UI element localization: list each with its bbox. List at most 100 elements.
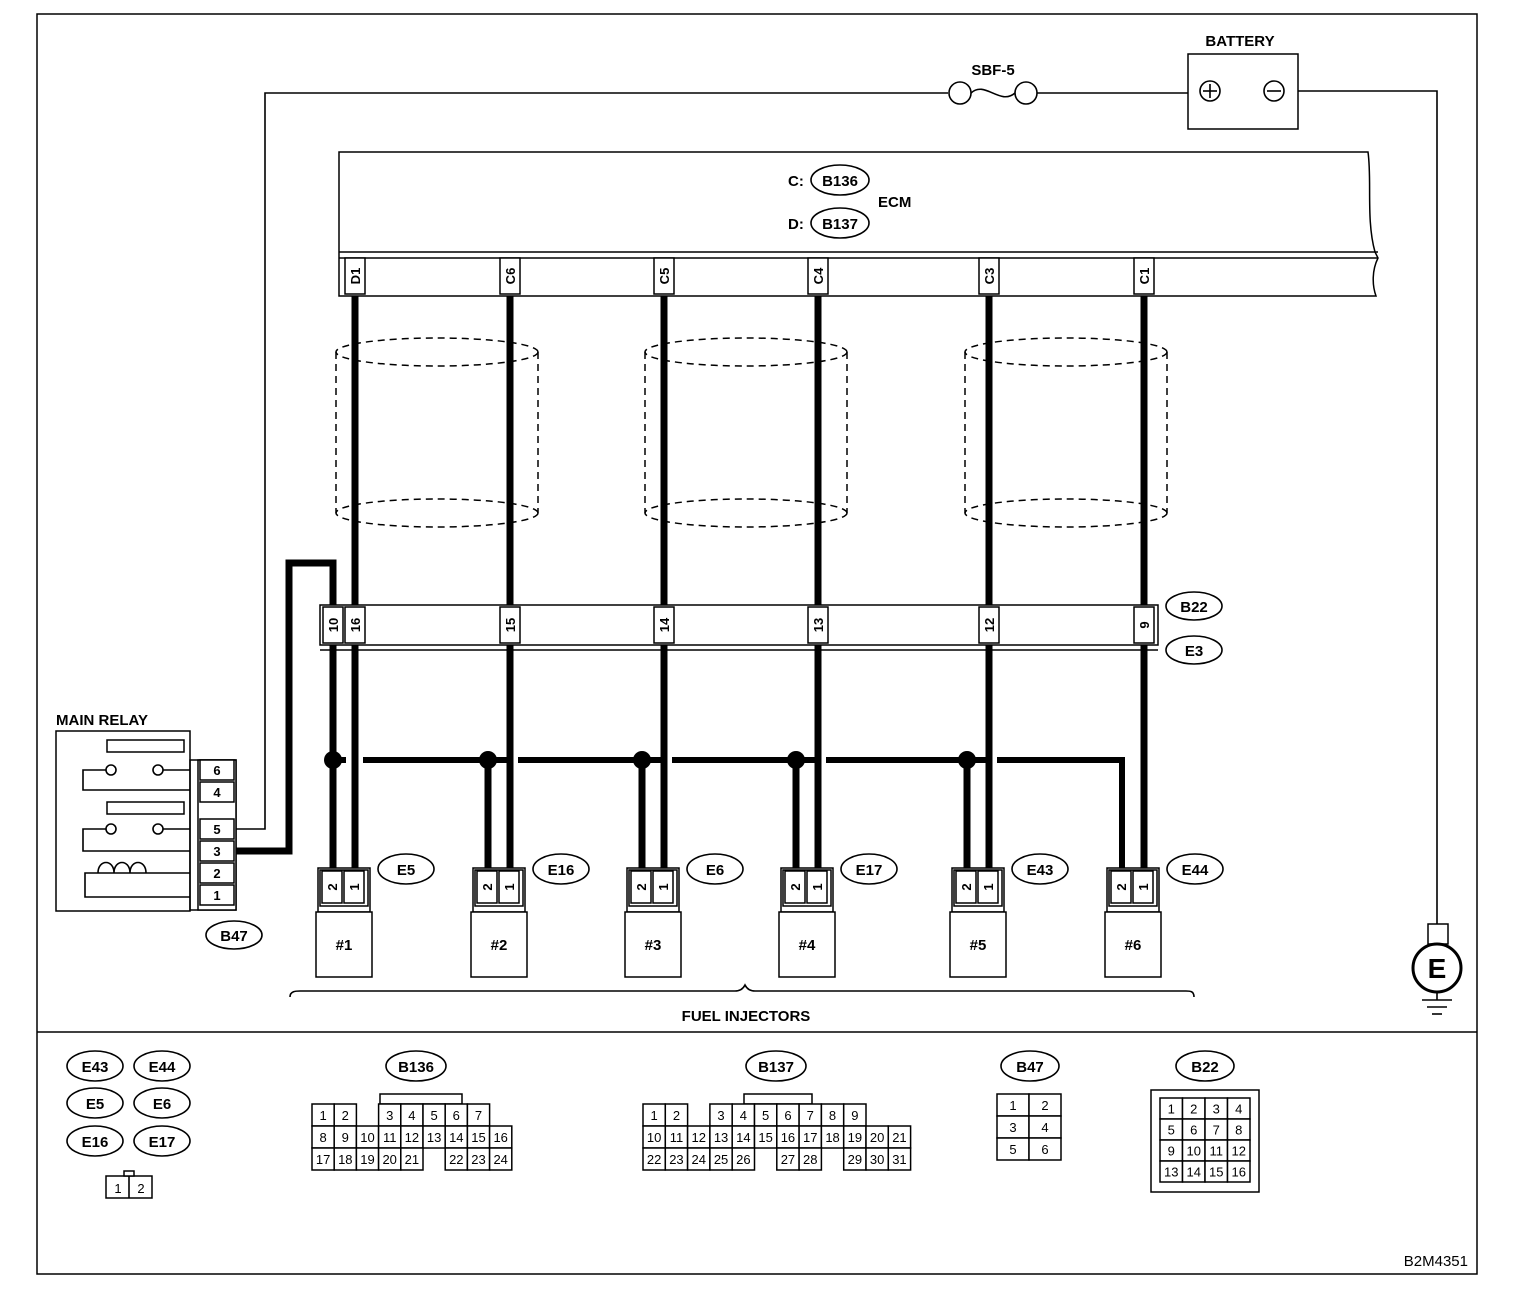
injector-power-wires xyxy=(236,559,1125,868)
battery: BATTERY xyxy=(1187,33,1299,130)
ecm-connector-d-id: B137 xyxy=(822,216,858,233)
ecm-label: ECM xyxy=(878,194,911,211)
relay-pin-box xyxy=(199,840,235,862)
legend-pin: 2 xyxy=(137,1181,144,1196)
injector-name: #4 xyxy=(799,937,816,954)
injector-name: #2 xyxy=(491,937,508,954)
ecm-pin-label: D1 xyxy=(348,268,363,285)
legend-pin: 2 xyxy=(1190,1102,1197,1117)
joint-top-id: B22 xyxy=(1180,599,1208,616)
legend-pin: 16 xyxy=(493,1130,507,1145)
legend-pin: 6 xyxy=(784,1108,791,1123)
injector-connector-id: E43 xyxy=(1027,862,1054,879)
ecm-pin-box xyxy=(1133,257,1155,295)
legend-pin-cell xyxy=(887,1147,912,1171)
joint-pin-box xyxy=(807,606,829,644)
relay-pin-label: 3 xyxy=(213,844,220,859)
injector-pin-label: 2 xyxy=(325,883,340,890)
legend-pin: 28 xyxy=(803,1152,817,1167)
joint-pin-box xyxy=(653,606,675,644)
fuse-label: SBF-5 xyxy=(971,62,1014,79)
legend-pin: 6 xyxy=(453,1108,460,1123)
legend-pin: 14 xyxy=(736,1130,750,1145)
injector-pin-label: 1 xyxy=(347,883,362,890)
legend-connector-id: E44 xyxy=(149,1059,176,1076)
legend-pin: 17 xyxy=(316,1152,330,1167)
legend-pin: 2 xyxy=(673,1108,680,1123)
legend-b136-id: B136 xyxy=(398,1059,434,1076)
legend-pin: 11 xyxy=(670,1130,684,1145)
relay-pin-label: 5 xyxy=(213,822,220,837)
legend-pin: 15 xyxy=(471,1130,485,1145)
injector-pin-label: 1 xyxy=(981,883,996,890)
injector-pin-label: 2 xyxy=(959,883,974,890)
shield-1 xyxy=(335,337,539,528)
relay-pin-box xyxy=(199,884,235,906)
legend-pin: 30 xyxy=(870,1152,884,1167)
legend-pin: 7 xyxy=(807,1108,814,1123)
ecm-pin-label: C4 xyxy=(811,267,826,284)
legend-pin: 13 xyxy=(714,1130,728,1145)
legend-pin: 3 xyxy=(386,1108,393,1123)
ecm-pin-box xyxy=(344,257,366,295)
injector-pin-label: 1 xyxy=(656,883,671,890)
relay-pin-box xyxy=(199,818,235,840)
legend-pin-cell xyxy=(1226,1160,1251,1183)
legend-pin: 31 xyxy=(892,1152,906,1167)
injector-connector-id: E5 xyxy=(397,862,415,879)
legend-pin: 21 xyxy=(405,1152,419,1167)
legend-pin: 5 xyxy=(1009,1142,1016,1157)
legend-pin: 5 xyxy=(762,1108,769,1123)
legend-pin: 10 xyxy=(1187,1144,1201,1159)
joint-pin-label: 16 xyxy=(348,618,363,632)
joint-connector-b22-e3: B22 E3 xyxy=(319,591,1223,665)
legend-pin-cell xyxy=(488,1147,513,1171)
legend-pin-cell xyxy=(400,1147,424,1171)
legend-pin: 9 xyxy=(342,1130,349,1145)
legend-pin: 17 xyxy=(803,1130,817,1145)
relay-pin-box xyxy=(199,781,235,803)
legend-pin: 21 xyxy=(892,1130,906,1145)
legend-connector-oval xyxy=(66,1087,124,1119)
relay-pin-box xyxy=(199,759,235,781)
legend-connector-id: E6 xyxy=(153,1096,171,1113)
legend-pin: 26 xyxy=(736,1152,750,1167)
injector-pin-label: 1 xyxy=(502,883,517,890)
legend-pin: 1 xyxy=(1168,1102,1175,1117)
legend-pin: 8 xyxy=(1235,1123,1242,1138)
legend-pin: 12 xyxy=(405,1130,419,1145)
legend-pin: 29 xyxy=(848,1152,862,1167)
relay-pin-label: 6 xyxy=(213,763,220,778)
legend-pin: 14 xyxy=(1187,1165,1201,1180)
legend-pin: 13 xyxy=(427,1130,441,1145)
relay-pin-label: 1 xyxy=(213,888,220,903)
legend-connector-id: E5 xyxy=(86,1096,104,1113)
joint-pin-label: 14 xyxy=(657,617,672,632)
legend-pin: 7 xyxy=(475,1108,482,1123)
joint-bottom-id: E3 xyxy=(1185,643,1203,660)
main-relay-connector-id: B47 xyxy=(220,928,248,945)
injector-pin-label: 2 xyxy=(634,883,649,890)
ground-label: E xyxy=(1428,953,1447,984)
legend-pin: 10 xyxy=(360,1130,374,1145)
injector-connector-id: E16 xyxy=(548,862,575,879)
legend-pin: 5 xyxy=(430,1108,437,1123)
legend-pin: 12 xyxy=(692,1130,706,1145)
legend-pin: 18 xyxy=(338,1152,352,1167)
legend-pin: 15 xyxy=(758,1130,772,1145)
legend-pin: 8 xyxy=(319,1130,326,1145)
legend-connector-oval xyxy=(66,1125,124,1157)
legend-pin: 19 xyxy=(360,1152,374,1167)
legend-pin: 4 xyxy=(1235,1102,1242,1117)
diagram-frame xyxy=(36,13,1478,1275)
battery-label: BATTERY xyxy=(1205,33,1274,50)
legend-pin-cell xyxy=(1028,1137,1062,1161)
ecm-connector-c-id: B136 xyxy=(822,173,858,190)
relay-pin-label: 4 xyxy=(213,785,221,800)
ecm-pin-label: C5 xyxy=(657,268,672,285)
legend-connector-oval xyxy=(133,1087,191,1119)
